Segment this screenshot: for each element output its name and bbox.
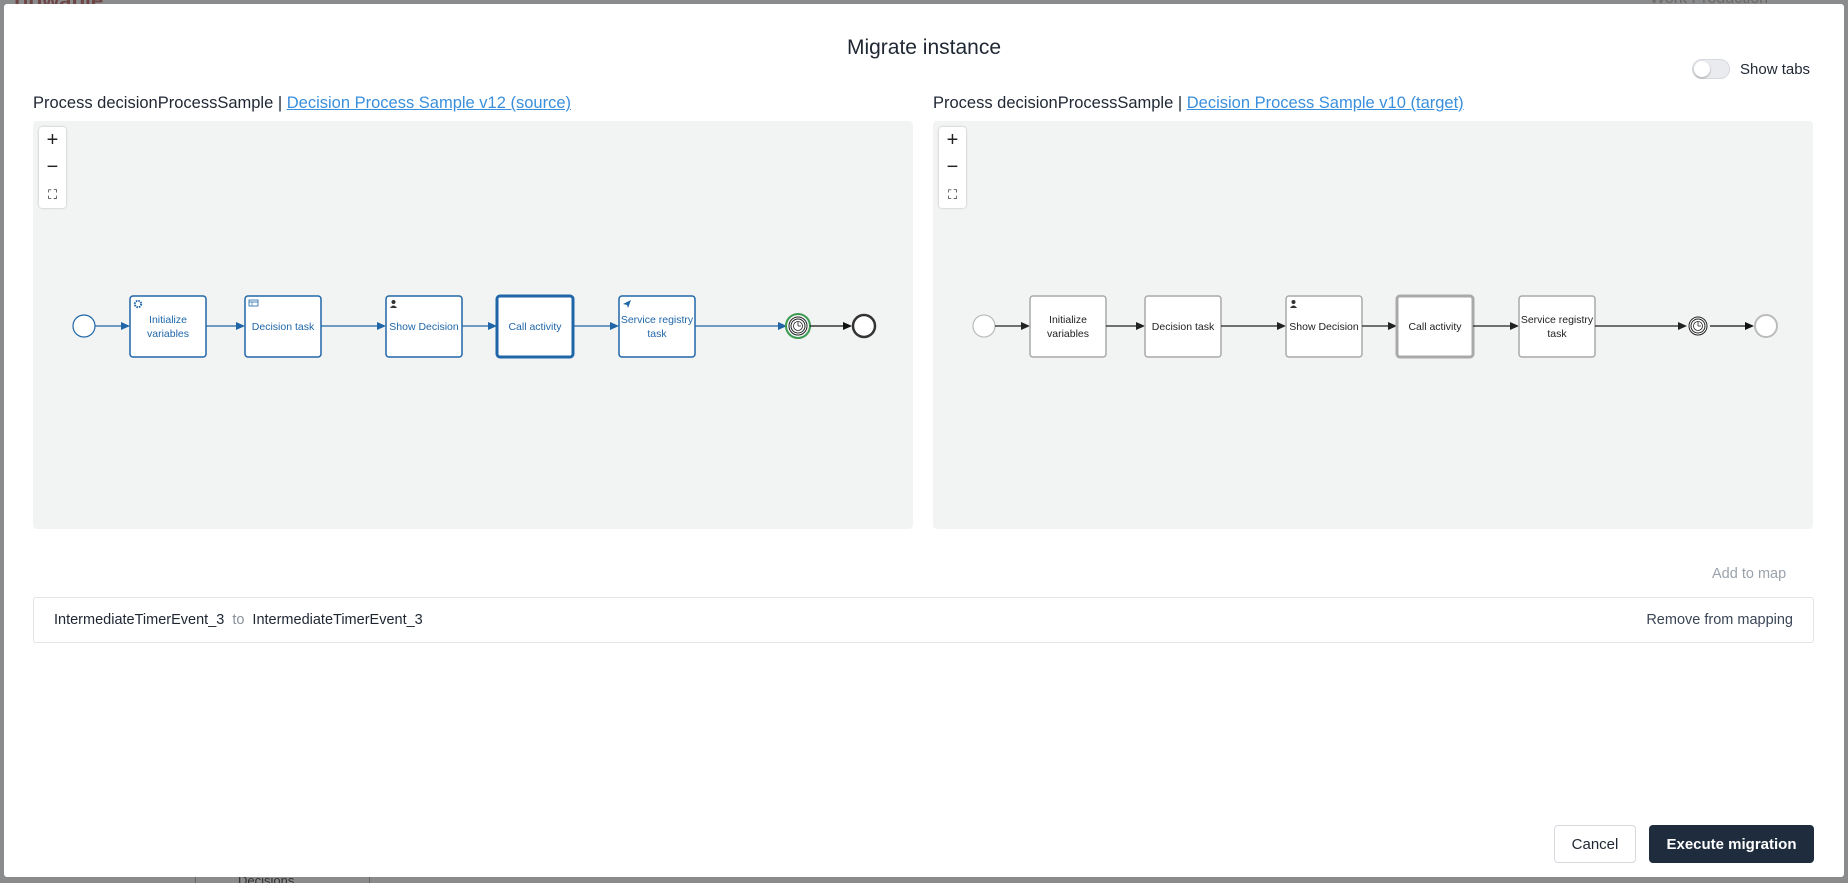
- table-icon: [248, 299, 259, 307]
- end-event[interactable]: [851, 313, 877, 339]
- sequence-flow: [206, 322, 245, 330]
- add-to-map-button[interactable]: Add to map: [1712, 566, 1787, 582]
- task-label: task: [1547, 328, 1567, 340]
- sequence-flow: [810, 322, 852, 330]
- task-initialize-variables[interactable]: Initialize variables: [129, 295, 207, 358]
- task-decision-task[interactable]: Decision task: [1144, 295, 1222, 358]
- zoom-in-button[interactable]: +: [46, 129, 59, 151]
- source-process-link[interactable]: Decision Process Sample v12 (source): [286, 94, 572, 112]
- cancel-button[interactable]: Cancel: [1554, 825, 1636, 863]
- mapping-to-word: to: [232, 612, 245, 628]
- task-label: task: [647, 328, 667, 340]
- mapping-target-id: IntermediateTimerEvent_3: [252, 612, 423, 628]
- intermediate-timer-event[interactable]: [1688, 316, 1708, 336]
- show-tabs-label: Show tabs: [1740, 60, 1811, 78]
- target-process-prefix: Process decisionProcessSample |: [933, 94, 1187, 112]
- target-zoom-controls: + − ⛶: [939, 127, 966, 208]
- task-call-activity[interactable]: Call activity: [495, 294, 575, 359]
- sequence-flow: [573, 322, 619, 330]
- sequence-flow: [995, 322, 1030, 330]
- show-tabs-toggle[interactable]: [1692, 59, 1730, 79]
- sequence-flow: [95, 322, 130, 330]
- source-process-label: Process decisionProcessSample | Decision…: [33, 94, 571, 113]
- target-process-link[interactable]: Decision Process Sample v10 (target): [1186, 94, 1464, 112]
- user-icon: [1290, 300, 1297, 308]
- task-label: Show Decision: [1289, 321, 1359, 333]
- zoom-out-button[interactable]: −: [46, 156, 59, 178]
- remove-from-mapping-button[interactable]: Remove from mapping: [1646, 612, 1793, 628]
- sequence-flow: [695, 322, 787, 330]
- user-icon: [390, 300, 397, 308]
- task-show-decision[interactable]: Show Decision: [1285, 295, 1363, 358]
- source-bpmn-diagram: Initialize variables Decision task Show Dec…: [72, 294, 877, 359]
- sequence-flow: [1221, 322, 1286, 330]
- sequence-flow: [462, 322, 497, 330]
- task-label: Show Decision: [389, 321, 459, 333]
- task-label: variables: [1047, 328, 1089, 340]
- sequence-flow: [1710, 322, 1754, 330]
- migrate-instance-dialog: Migrate instance Show tabs Process decis…: [4, 4, 1844, 877]
- task-call-activity[interactable]: Call activity: [1395, 294, 1475, 359]
- task-label: variables: [147, 328, 189, 340]
- background-tab-decisions: Decisions: [195, 874, 370, 883]
- mapping-row: IntermediateTimerEvent_3 to Intermediate…: [33, 597, 1814, 643]
- intermediate-timer-event[interactable]: [785, 313, 811, 339]
- start-event[interactable]: [72, 314, 96, 338]
- mapping-source-id: IntermediateTimerEvent_3: [54, 612, 225, 628]
- source-process-prefix: Process decisionProcessSample |: [33, 94, 287, 112]
- sequence-flow: [321, 322, 386, 330]
- send-icon: [623, 300, 631, 308]
- zoom-out-button[interactable]: −: [946, 156, 959, 178]
- background-tenant-label: Work Production: [1650, 0, 1768, 8]
- toggle-knob: [1694, 61, 1710, 77]
- sequence-flow: [1595, 322, 1687, 330]
- task-show-decision[interactable]: Show Decision: [385, 295, 463, 358]
- task-label: Decision task: [252, 321, 315, 333]
- task-decision-task[interactable]: Decision task: [244, 295, 322, 358]
- target-bpmn-diagram: Initialize variables Decision task Show Dec…: [972, 294, 1778, 359]
- task-label: Call activity: [1408, 321, 1462, 333]
- task-label: Service registry: [621, 314, 694, 326]
- fit-view-button[interactable]: ⛶: [947, 186, 958, 202]
- task-label: Service registry: [1521, 314, 1594, 326]
- task-label: Call activity: [508, 321, 562, 333]
- sequence-flow: [1473, 322, 1519, 330]
- task-service-registry-task[interactable]: Service registry task: [618, 295, 696, 358]
- task-label: Decision task: [1152, 321, 1215, 333]
- source-diagram-canvas[interactable]: Initialize variables Decision task Show Dec…: [33, 121, 913, 529]
- task-service-registry-task[interactable]: Service registry task: [1518, 295, 1596, 358]
- sequence-flow: [1106, 322, 1145, 330]
- source-zoom-controls: + − ⛶: [39, 127, 66, 208]
- task-label: Initialize: [1049, 314, 1087, 326]
- sequence-flow: [1362, 322, 1397, 330]
- zoom-in-button[interactable]: +: [946, 129, 959, 151]
- show-tabs-toggle-group[interactable]: Show tabs: [1692, 59, 1810, 79]
- target-diagram-canvas[interactable]: Initialize variables Decision task Show Dec…: [933, 121, 1813, 529]
- dialog-title: Migrate instance: [846, 36, 1002, 59]
- task-label: Initialize: [149, 314, 187, 326]
- start-event[interactable]: [972, 314, 996, 338]
- target-process-label: Process decisionProcessSample | Decision…: [933, 94, 1464, 113]
- task-initialize-variables[interactable]: Initialize variables: [1029, 295, 1107, 358]
- execute-migration-button[interactable]: Execute migration: [1649, 825, 1814, 863]
- end-event[interactable]: [1754, 314, 1778, 338]
- fit-view-button[interactable]: ⛶: [47, 186, 58, 202]
